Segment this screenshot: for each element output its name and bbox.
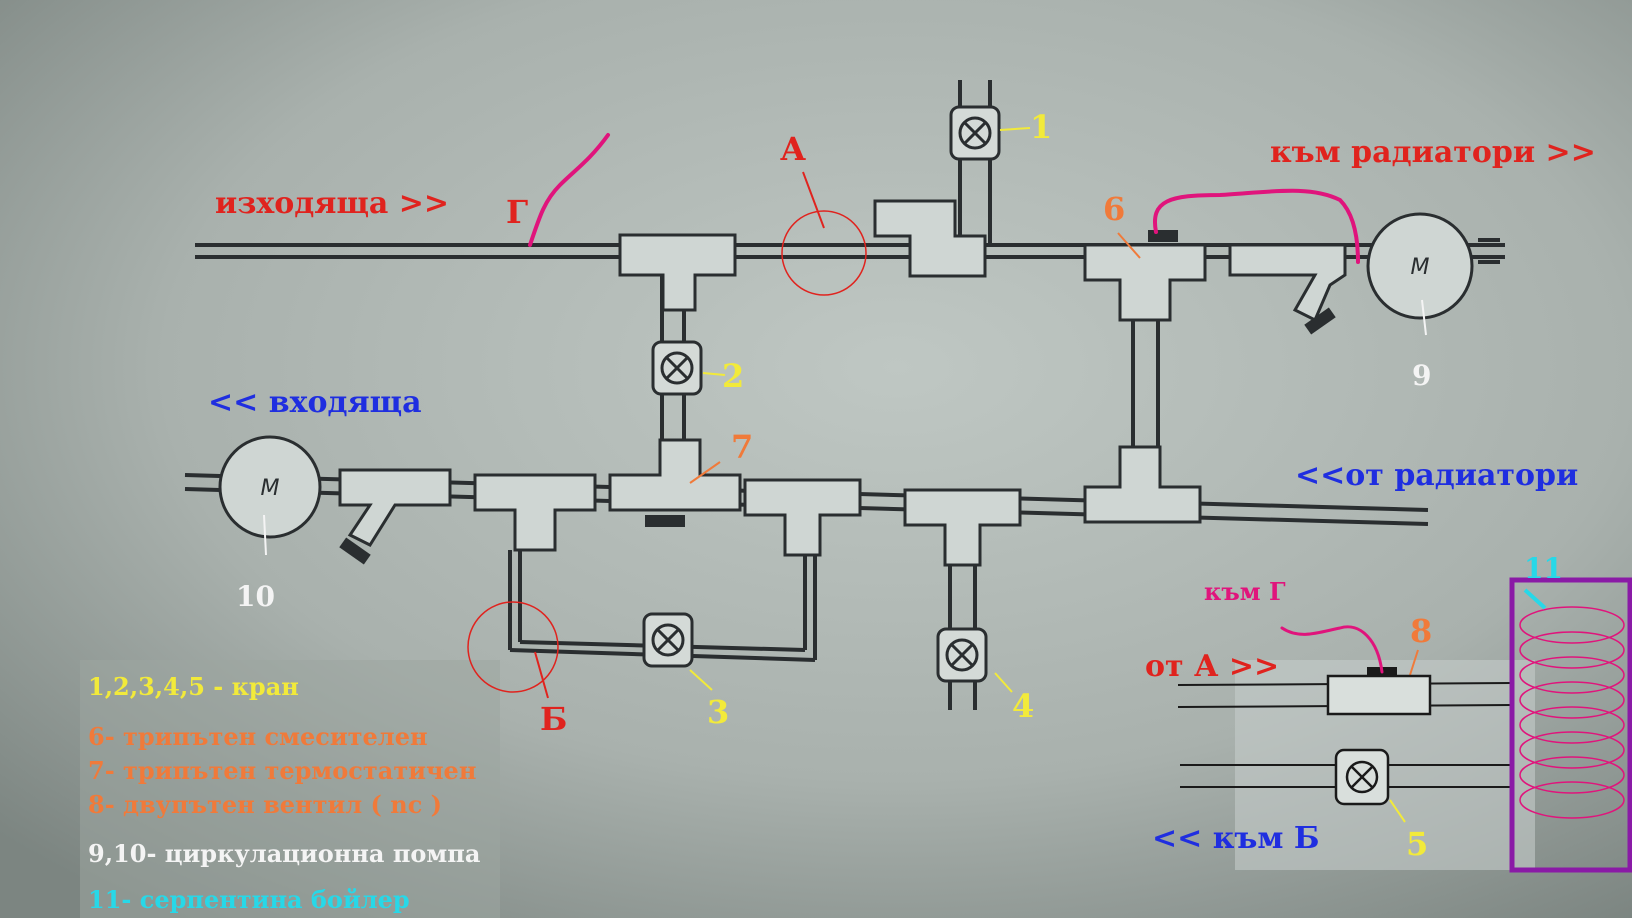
label-outgoing: изходяща >> [215,186,449,221]
point-b: Б [540,700,567,738]
label-to-g: към Г [1204,577,1286,606]
inset-diagram [1177,667,1513,806]
point-g: Г [506,193,528,231]
pump-10-symbol: M [261,476,280,501]
circle-b [467,601,559,693]
tee-bottom-valve4 [903,488,1022,567]
legend-valves: 1,2,3,4,5 - кран [88,672,299,701]
marker-g-line [528,133,610,247]
valve-2 [651,340,703,396]
fittings [338,199,1347,567]
legend-coil: 11- серпентина бойлер [88,885,410,914]
pump-9-symbol: M [1411,255,1430,280]
pump-9: M [1366,212,1500,336]
pointer-a [802,171,825,229]
legend-mixer: 6- трипътен смесителен [88,722,428,751]
pointer-11 [1523,588,1547,610]
boiler-frame [1509,577,1632,873]
marker-to-g-line [1280,625,1384,674]
label-incoming: << входяща [208,385,422,420]
number-9: 9 [1412,359,1431,392]
marker-6-to-9 [1153,188,1360,264]
number-5: 5 [1406,825,1428,863]
tee-top-left [618,233,737,312]
legend-pumps: 9,10- циркулационна помпа [88,839,480,868]
valve-3 [642,612,694,668]
legend: 1,2,3,4,5 - кран 6- трипътен смесителен … [88,672,480,914]
label-from-radiators: <<от радиатори [1295,458,1578,493]
pointer-b [534,651,549,699]
legend-thermo: 7- трипътен термостатичен [88,756,476,785]
tee-bottom-mid [743,478,862,557]
number-pointers [689,127,1419,823]
strainer-top-cap [1304,307,1336,335]
label-to-radiators: към радиатори >> [1270,135,1596,170]
actuator-7 [645,515,685,527]
tee-bottom-left [473,473,597,552]
label-from-a: от А >> [1145,649,1279,684]
number-10: 10 [236,580,275,613]
circle-a [781,210,867,296]
coil-11 [1519,606,1625,819]
number-7: 7 [731,428,753,466]
number-6: 6 [1103,190,1125,228]
number-labels: 1 2 3 4 5 6 7 8 9 10 11 [236,108,1563,863]
point-labels: А Б Г [506,130,806,738]
strainer-bottom-cap [339,537,371,565]
number-11: 11 [1524,552,1563,585]
point-a: А [780,130,806,168]
label-to-b: << към Б [1152,821,1320,856]
actuator-6 [1148,230,1178,242]
tee-top-valve1 [873,199,987,278]
valve-8 [1326,674,1432,716]
number-1: 1 [1030,108,1052,146]
legend-twoway: 8- двупътен вентил ( nc ) [88,790,442,819]
flow-labels: изходяща >> << входяща към радиатори >> … [208,135,1596,856]
strainer-bottom [338,468,452,547]
number-2: 2 [722,357,744,395]
valve-4 [936,627,988,683]
valve-1 [949,105,1001,161]
pump-10: M [218,435,322,556]
tee-bottom-right [1083,445,1202,524]
number-4: 4 [1012,687,1034,725]
number-3: 3 [707,693,729,731]
tee-6 [1083,243,1207,322]
legend-panel [80,660,500,918]
number-8: 8 [1410,612,1432,650]
